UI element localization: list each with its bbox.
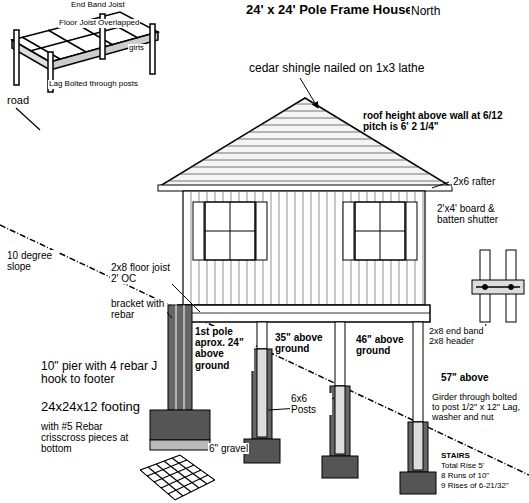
part-label: 6x6 Posts xyxy=(290,393,332,415)
fascia xyxy=(158,185,452,191)
dimension: 46" above ground xyxy=(355,334,411,356)
dimension: 35" above ground xyxy=(274,332,331,354)
part-label: cedar shingle nailed on 1x3 lathe xyxy=(248,62,425,75)
part-label: 2x6 rafter xyxy=(452,176,496,187)
part-label: End Band Joist xyxy=(70,1,126,10)
part-label: Lag Bolted through posts xyxy=(48,80,139,89)
girder-detail xyxy=(472,250,524,322)
stairs-note: 8 Runs of 10" xyxy=(440,472,490,481)
part-label: 10" pier with 4 rebar J hook to footer xyxy=(40,360,164,387)
part-label: girts xyxy=(128,44,145,53)
part-label: 6" gravel xyxy=(208,443,249,454)
part-label: with #5 Rebar crisscross pieces at botto… xyxy=(40,421,138,455)
wall xyxy=(183,191,425,305)
stairs-heading: STAIRS xyxy=(440,452,471,461)
part-label: 24x24x12 footing xyxy=(40,400,141,415)
deck-framing-inset xyxy=(12,12,158,92)
title: 24' x 24' Pole Frame House xyxy=(245,3,414,18)
stairs-note: Total Rise 5' xyxy=(440,462,485,471)
note: road xyxy=(6,94,30,106)
pole-posts xyxy=(244,322,436,494)
compass-label: North xyxy=(410,5,441,18)
stairs-note: 9 Rises of 6-21/32" xyxy=(440,482,510,491)
floor-band xyxy=(178,305,430,322)
part-label: bracket with rebar xyxy=(110,298,167,320)
note: Girder through bolted to post 1/2" x 12"… xyxy=(431,392,525,422)
part-label: Floor Joist Overlapped xyxy=(58,19,140,28)
part-label: 2x8 end band 2x8 header xyxy=(428,326,486,346)
dimension: 10 degree slope xyxy=(6,250,58,272)
dimension: 1st pole aprox. 24" above ground xyxy=(194,326,254,371)
dimension: roof height above wall at 6/12 pitch is … xyxy=(362,110,524,132)
part-label: 2'x4' board & batten shutter xyxy=(436,203,510,225)
part-label: 2x8 floor joist 2' OC xyxy=(110,262,172,284)
dimension: 57" above xyxy=(440,372,490,383)
window xyxy=(193,202,417,260)
road-leader xyxy=(16,108,40,130)
rebar-grid xyxy=(140,455,215,500)
